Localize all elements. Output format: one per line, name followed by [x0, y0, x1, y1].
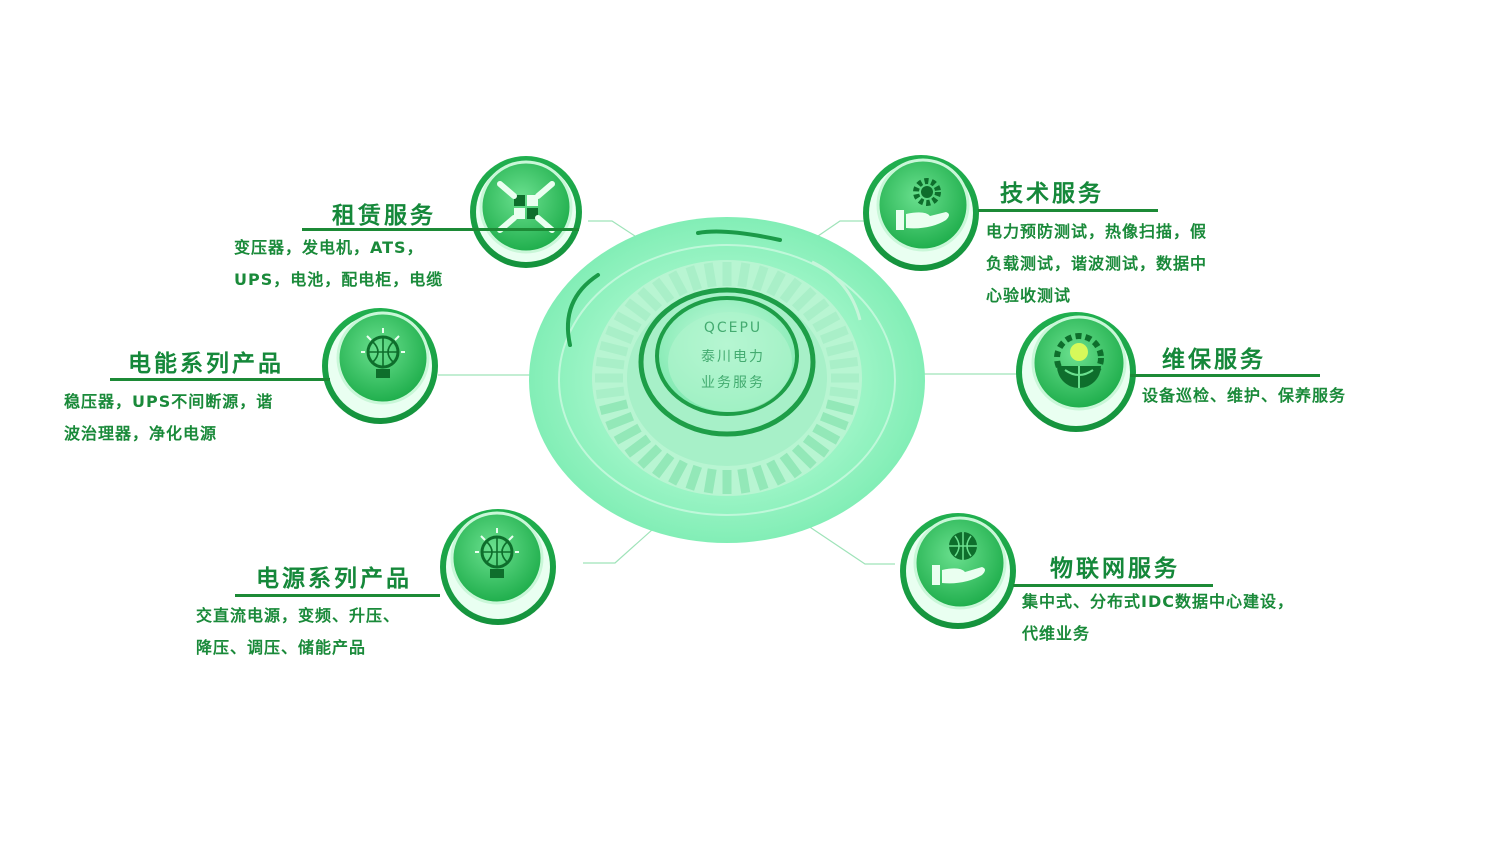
hub-tick — [791, 444, 817, 469]
hub-tick — [829, 386, 859, 399]
power-underline — [235, 594, 440, 597]
hub-tick — [766, 270, 786, 297]
hub-tick — [595, 386, 625, 399]
hub-tick — [829, 357, 859, 370]
node-iot — [900, 513, 1016, 629]
globe-hand-icon — [932, 532, 985, 585]
hub-tick — [652, 452, 675, 479]
hub-tick — [812, 311, 841, 333]
hub-tick — [779, 452, 802, 479]
leasing-underline — [302, 228, 579, 231]
tech-desc-line: 负载测试，谐波测试，数据中 — [986, 254, 1208, 273]
hub-ring — [638, 287, 816, 437]
hub-tick — [599, 340, 629, 357]
hub-arc-top — [696, 229, 782, 242]
hub-tick — [819, 325, 849, 344]
hub-tick — [595, 357, 625, 370]
iot-desc-line: 代维业务 — [1022, 624, 1091, 643]
hub-tick — [685, 265, 702, 292]
hub-tick — [668, 270, 688, 297]
power-desc: 交直流电源，变频、升压、 降压、调压、储能产品 — [196, 600, 400, 664]
hub-tick — [637, 444, 663, 469]
tech-desc: 电力预防测试，热像扫描，假 负载测试，谐波测试，数据中 心验收测试 — [986, 216, 1207, 312]
hub-tick — [812, 423, 841, 445]
energy-underline — [110, 378, 330, 381]
tech-underline — [978, 209, 1158, 212]
hub-arc-left — [565, 273, 600, 347]
hands-puzzle-icon — [497, 181, 555, 233]
hub-tick — [605, 325, 635, 344]
node-power — [440, 509, 556, 625]
hub-tick — [624, 434, 652, 458]
hub-subtitle: 业务服务 — [701, 375, 765, 391]
node-leasing — [470, 156, 582, 268]
hub-brand: QCEPU — [703, 320, 763, 336]
hub-arc-right — [811, 260, 862, 321]
energy-desc-line: 波治理器，净化电源 — [64, 424, 218, 443]
leasing-title: 租赁服务 — [332, 203, 436, 229]
hub-tick — [752, 464, 769, 491]
power-desc-line: 降压、调压、储能产品 — [196, 638, 367, 657]
maint-title: 维保服务 — [1162, 347, 1266, 373]
hub-tick — [791, 287, 817, 312]
hub-tick — [613, 311, 642, 333]
lightbulb-globe-icon — [361, 328, 405, 378]
power-title: 电源系列产品 — [256, 566, 412, 592]
hub-tick — [819, 412, 849, 431]
central-hub — [529, 217, 925, 543]
hub-tick — [599, 399, 629, 416]
hub-tick — [766, 459, 786, 486]
hub-tick — [668, 459, 688, 486]
hub-tick — [737, 468, 751, 494]
hub-tick — [652, 277, 675, 304]
hub-tick — [685, 464, 702, 491]
energy-desc-line: 稳压器，UPS不间断源，谐 — [64, 392, 274, 411]
gear-globe-icon — [1054, 333, 1104, 388]
hub-tick — [802, 298, 830, 322]
maint-underline — [1130, 374, 1320, 377]
hub-tick — [613, 423, 642, 445]
energy-desc: 稳压器，UPS不间断源，谐 波治理器，净化电源 — [64, 386, 273, 450]
hub-tick — [825, 340, 855, 357]
hub-company: 泰川电力 — [701, 349, 765, 365]
tech-desc-line: 电力预防测试，热像扫描，假 — [986, 222, 1208, 241]
hub-tick — [637, 287, 663, 312]
hub-tick-ring — [595, 262, 859, 494]
node-maint — [1016, 312, 1136, 432]
iot-title: 物联网服务 — [1050, 556, 1180, 582]
tech-title: 技术服务 — [1000, 181, 1104, 207]
iot-desc-line: 集中式、分布式IDC数据中心建设， — [1022, 592, 1294, 611]
node-tech — [863, 155, 979, 271]
iot-underline — [1013, 584, 1213, 587]
hub-tick — [825, 399, 855, 416]
hub-tick — [624, 298, 652, 322]
energy-title: 电能系列产品 — [128, 351, 284, 377]
maint-desc: 设备巡检、维护、保养服务 — [1142, 380, 1346, 412]
lightbulb-globe-icon — [475, 528, 519, 578]
leasing-desc-line: 变压器，发电机，ATS， — [234, 238, 424, 257]
power-desc-line: 交直流电源，变频、升压、 — [196, 606, 401, 625]
hub-tick — [605, 412, 635, 431]
hub-tick — [703, 468, 717, 494]
iot-desc: 集中式、分布式IDC数据中心建设， 代维业务 — [1022, 586, 1294, 650]
hub-tick — [779, 277, 802, 304]
leasing-desc: 变压器，发电机，ATS， UPS，电池，配电柜，电缆 — [234, 232, 443, 296]
maint-desc-line: 设备巡检、维护、保养服务 — [1142, 386, 1347, 405]
leasing-desc-line: UPS，电池，配电柜，电缆 — [234, 270, 444, 289]
hub-tick — [802, 434, 830, 458]
node-energy — [322, 308, 438, 424]
hub-tick — [737, 262, 751, 288]
tech-desc-line: 心验收测试 — [986, 286, 1072, 305]
gear-hand-icon — [896, 178, 949, 230]
hub-tick — [752, 265, 769, 292]
hub-tick — [703, 262, 717, 288]
